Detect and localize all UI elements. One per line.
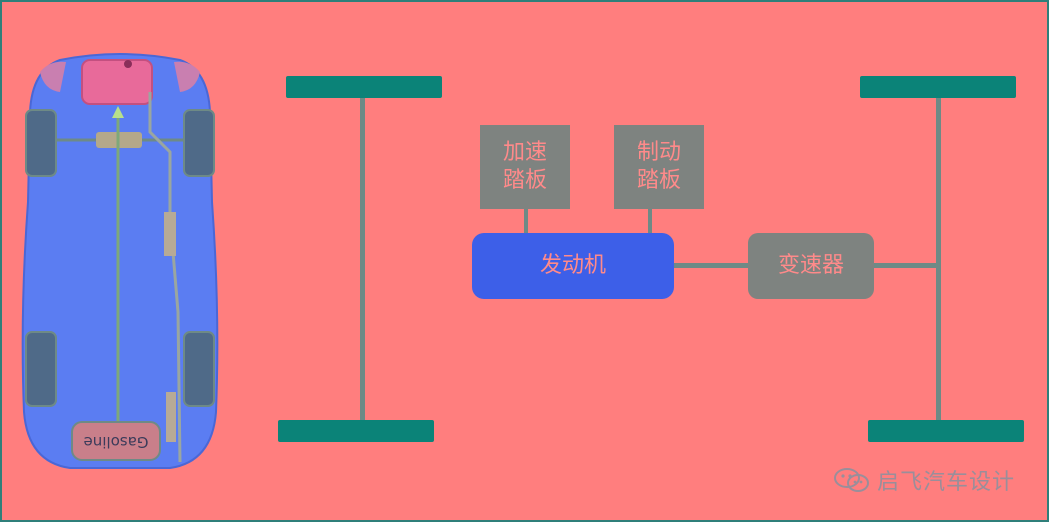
front-right-wheel: [183, 109, 215, 177]
front-left-fender: [40, 61, 66, 92]
car-top-view-illustration: [21, 53, 219, 469]
transmission-to-axle-connector: [874, 263, 938, 268]
wheels: [25, 109, 215, 407]
rear-right-wheel: [183, 331, 215, 407]
fuel-tank-label: Gasoline: [83, 433, 149, 451]
rear-axle-bottom-wheel-bar: [868, 420, 1024, 442]
accelerator-to-engine-connector: [524, 208, 528, 234]
engine-box: 发动机: [472, 233, 674, 299]
brake-pedal-box: 制动 踏板: [614, 125, 704, 209]
watermark-text: 启飞汽车设计: [876, 470, 1015, 495]
exhaust-pipe: [148, 92, 182, 463]
rear-axle-top-wheel-bar: [860, 76, 1016, 98]
engine-cap: [124, 60, 132, 68]
fuel-tank: [71, 421, 161, 461]
brake-to-engine-connector: [648, 208, 652, 234]
rear-left-wheel: [25, 331, 57, 407]
transmission-box: 变速器: [748, 233, 874, 299]
rear-muffler: [166, 392, 176, 442]
muffler: [164, 212, 176, 256]
front-axle-top-wheel-bar: [286, 76, 442, 98]
engine-block: [81, 59, 153, 105]
watermark: 启飞汽车设计: [833, 464, 1015, 496]
accelerator-pedal-box: 加速 踏板: [480, 125, 570, 209]
engine-to-transmission-connector: [672, 263, 750, 268]
fuel-line-arrow: [112, 106, 124, 118]
rear-axle-shaft: [936, 98, 941, 420]
wechat-icon: [833, 468, 869, 492]
front-right-fender: [174, 61, 200, 92]
front-left-wheel: [25, 109, 57, 177]
front-axle-shaft: [360, 98, 365, 420]
front-axle-bottom-wheel-bar: [278, 420, 434, 442]
